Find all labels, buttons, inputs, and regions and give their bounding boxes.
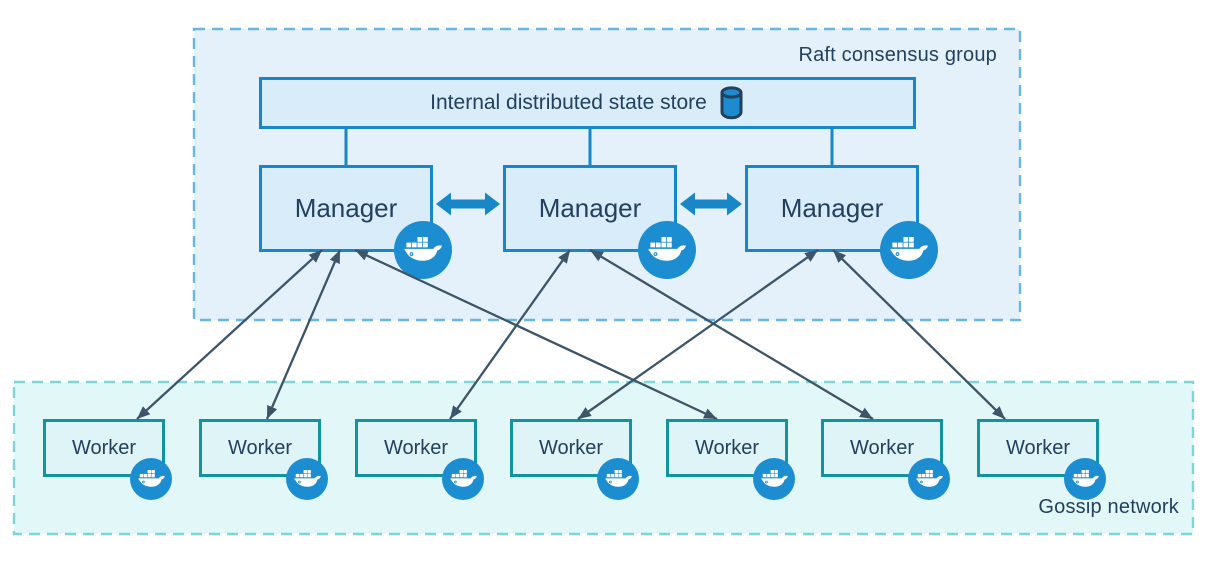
manager-label: Manager bbox=[538, 193, 642, 223]
manager-label: Manager bbox=[294, 193, 398, 223]
docker-whale-icon bbox=[1064, 458, 1106, 500]
worker-label: Worker bbox=[849, 436, 915, 459]
docker-whale-icon bbox=[638, 221, 696, 279]
docker-whale-icon bbox=[597, 458, 639, 500]
raft-group-label: Raft consensus group bbox=[798, 44, 997, 66]
manager-label: Manager bbox=[780, 193, 884, 223]
manager-worker-link bbox=[265, 249, 342, 420]
worker-label: Worker bbox=[1005, 436, 1071, 459]
docker-whale-icon bbox=[908, 458, 950, 500]
manager-peer-arrow bbox=[436, 192, 500, 216]
docker-whale-icon bbox=[880, 221, 938, 279]
manager-peer-arrow bbox=[680, 192, 742, 216]
manager-node-2: Manager bbox=[503, 165, 696, 279]
manager-worker-link bbox=[449, 249, 571, 420]
worker-label: Worker bbox=[538, 436, 604, 459]
docker-whale-icon bbox=[442, 458, 484, 500]
worker-node-4: Worker bbox=[510, 419, 639, 500]
manager-node-1: Manager bbox=[259, 165, 452, 279]
state-store-label: Internal distributed state store bbox=[430, 91, 707, 114]
docker-whale-icon bbox=[753, 458, 795, 500]
worker-node-3: Worker bbox=[355, 419, 484, 500]
manager-worker-link bbox=[577, 249, 819, 420]
worker-node-1: Worker bbox=[43, 419, 172, 500]
state-store-box: Internal distributed state store bbox=[259, 77, 916, 129]
docker-whale-icon bbox=[394, 221, 452, 279]
database-cylinder-icon bbox=[720, 86, 743, 120]
docker-whale-icon bbox=[130, 458, 172, 500]
gossip-network-label: Gossip network bbox=[1038, 496, 1179, 518]
worker-label: Worker bbox=[694, 436, 760, 459]
worker-label: Worker bbox=[227, 436, 293, 459]
worker-label: Worker bbox=[383, 436, 449, 459]
worker-node-7: Worker bbox=[977, 419, 1106, 500]
manager-worker-link bbox=[136, 249, 323, 420]
worker-label: Worker bbox=[71, 436, 137, 459]
worker-node-2: Worker bbox=[199, 419, 328, 500]
worker-node-5: Worker bbox=[666, 419, 795, 500]
worker-node-6: Worker bbox=[821, 419, 950, 500]
docker-whale-icon bbox=[286, 458, 328, 500]
manager-node-3: Manager bbox=[745, 165, 938, 279]
manager-worker-link bbox=[589, 249, 874, 420]
